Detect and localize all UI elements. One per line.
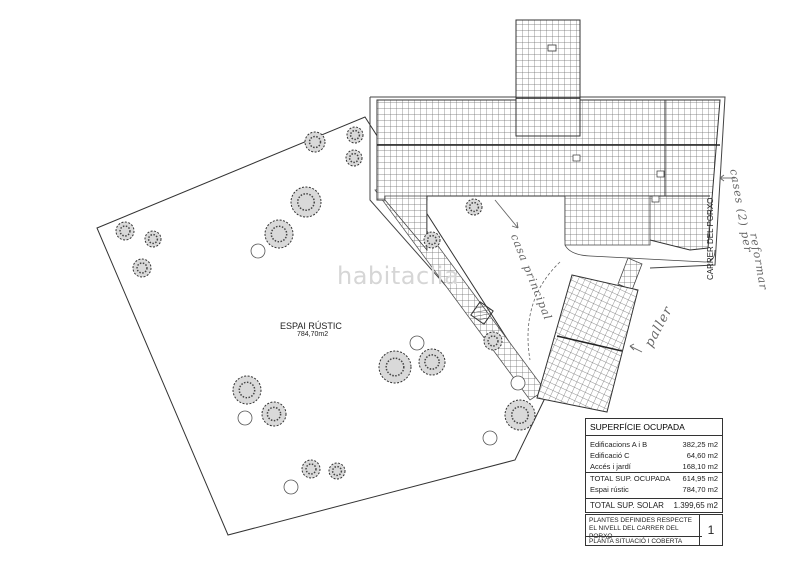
legend-row: Accés i jardí 168,10 m2 [590, 462, 718, 471]
street-label: CARRER DEL PORXO [706, 197, 715, 280]
walkway [617, 257, 643, 291]
tree-circle [283, 479, 299, 495]
tower-roof-lower [515, 97, 581, 137]
title-block: PLANTES DEFINIDES RESPECTE EL NIVELL DEL… [585, 514, 723, 546]
tree-symbol [261, 401, 287, 427]
tree-symbol [465, 198, 483, 216]
legend-row: Edificació C 64,60 m2 [590, 451, 718, 460]
tree-symbol [418, 348, 446, 376]
tree-circles [237, 243, 526, 495]
surface-legend: SUPERFÍCIE OCUPADA Edificacions A i B 38… [585, 418, 723, 513]
tree-symbol [304, 131, 326, 153]
front-terrace [564, 195, 651, 246]
terrace [384, 195, 428, 252]
legend-title: SUPERFÍCIE OCUPADA [586, 419, 722, 436]
arc-guide [527, 261, 561, 361]
tree-symbol [144, 230, 162, 248]
tree-symbol [328, 462, 346, 480]
tree-symbol [504, 399, 536, 431]
tower-roof [515, 19, 581, 99]
legend-rustic: Espai rústic 784,70 m2 [590, 485, 718, 494]
arrow-casa [494, 199, 519, 229]
tree-circle [482, 430, 498, 446]
title-line-2: PLANTA SITUACIÓ I COBERTA [586, 536, 702, 546]
arrow-paller [629, 345, 643, 353]
plot-area: 784,70m2 [297, 331, 329, 338]
tree-symbol [115, 221, 135, 241]
trees [115, 126, 536, 480]
sheet-number: 1 [699, 515, 722, 545]
tree-circle [250, 243, 266, 259]
tree-circle [409, 335, 425, 351]
tree-circle [510, 375, 526, 391]
tree-symbol [423, 231, 441, 249]
legend-row: Edificacions A i B 382,25 m2 [590, 440, 718, 449]
tree-symbol [378, 350, 412, 384]
watermark: habitaclia [337, 262, 460, 290]
tree-circle [237, 410, 253, 426]
plot-label: ESPAI RÚSTIC [280, 321, 342, 331]
tree-symbol [264, 219, 294, 249]
tree-symbol [483, 331, 503, 351]
legend-subtotal: TOTAL SUP. OCUPADA 614,95 m2 [586, 472, 722, 484]
tree-symbol [232, 375, 262, 405]
tree-symbol [345, 149, 363, 167]
planter [470, 301, 494, 325]
legend-total: TOTAL SUP. SOLAR 1.399,65 m2 [586, 498, 722, 512]
tree-symbol [132, 258, 152, 278]
tree-symbol [346, 126, 364, 144]
tree-symbol [290, 186, 322, 218]
tree-symbol [301, 459, 321, 479]
